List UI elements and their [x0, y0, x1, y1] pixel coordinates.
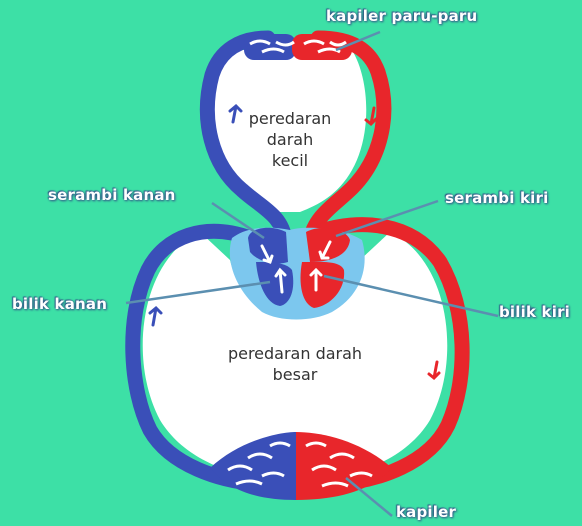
- lung-capillaries: [244, 34, 352, 60]
- label-peredaran-kecil: peredaran darah kecil: [240, 108, 340, 171]
- label-bilik-kanan: bilik kanan: [12, 295, 107, 313]
- label-serambi-kiri: serambi kiri: [445, 189, 548, 207]
- label-peredaran-besar: peredaran darah besar: [210, 343, 380, 385]
- label-kapiler-paru: kapiler paru-paru: [326, 7, 477, 25]
- label-bilik-kiri: bilik kiri: [499, 303, 570, 321]
- label-kapiler: kapiler: [396, 503, 456, 521]
- label-serambi-kanan: serambi kanan: [48, 186, 176, 204]
